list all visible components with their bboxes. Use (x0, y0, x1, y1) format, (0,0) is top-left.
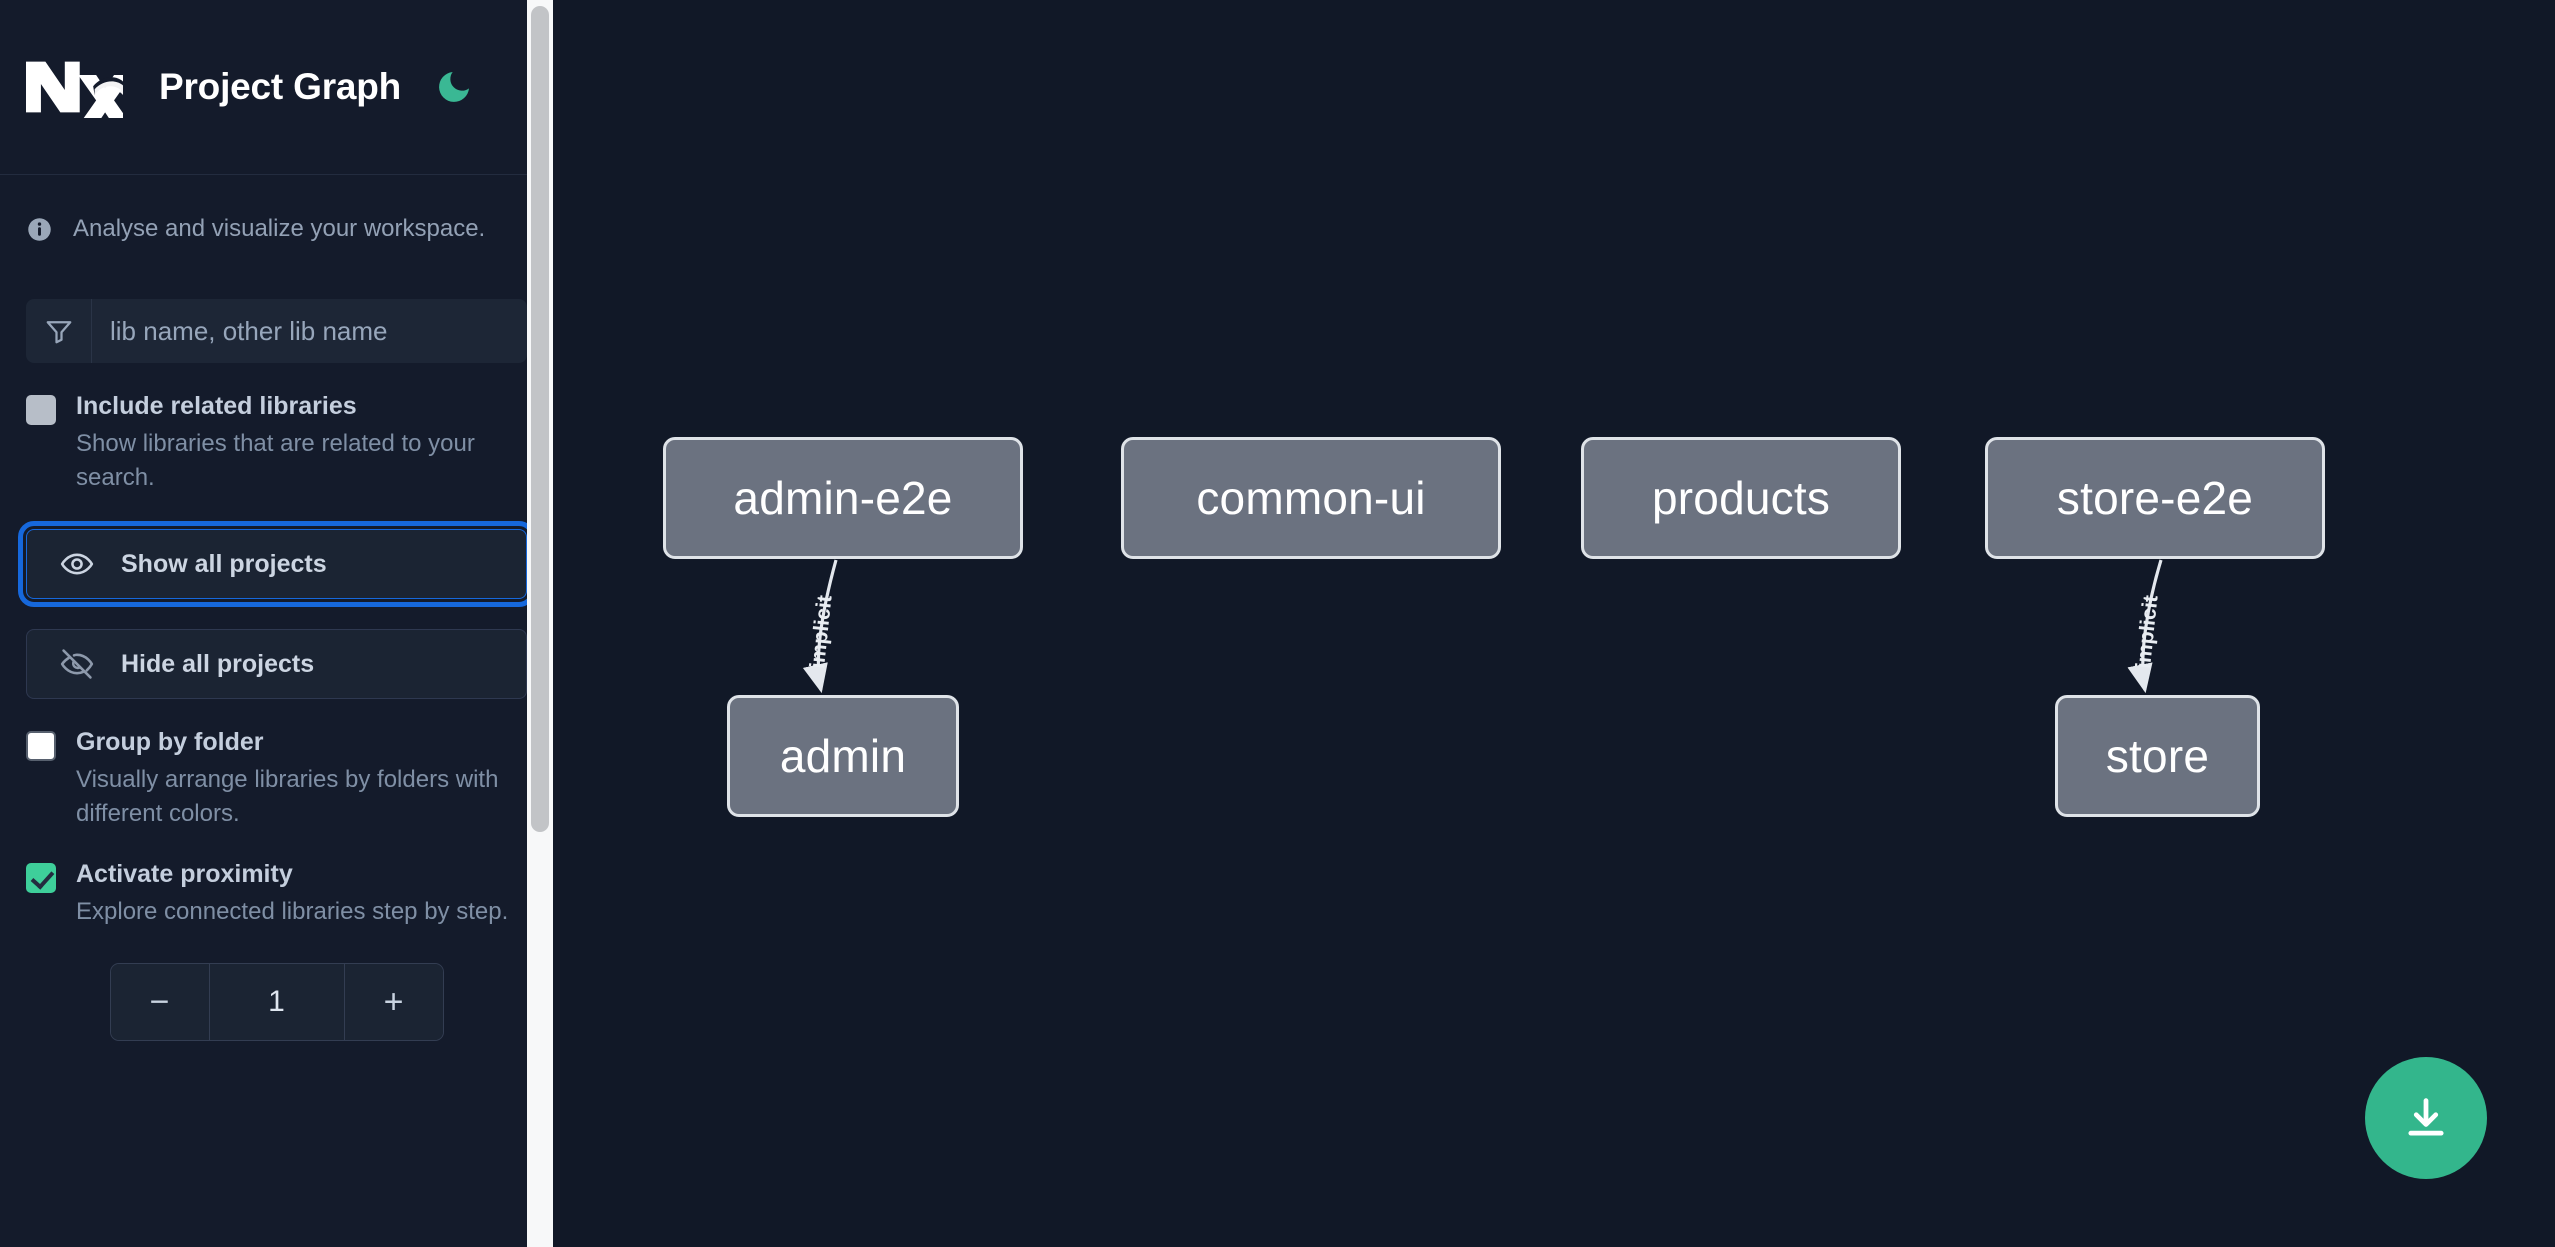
moon-glyph (439, 72, 470, 102)
graph-node-common-ui[interactable]: common-ui (1121, 437, 1501, 559)
graph-node-products[interactable]: products (1581, 437, 1901, 559)
option-label: Activate proximity (76, 860, 293, 889)
option-texts: Include related libraries Show libraries… (76, 391, 527, 495)
graph-node-admin[interactable]: admin (727, 695, 959, 817)
workspace-info: Analyse and visualize your workspace. (0, 175, 553, 277)
download-graph-button[interactable] (2365, 1057, 2487, 1179)
option-activate-proximity[interactable]: Activate proximity Explore connected lib… (0, 831, 553, 929)
option-description: Explore connected libraries step by step… (76, 898, 509, 926)
eye-glyph (60, 553, 94, 575)
graph-node-admin-e2e[interactable]: admin-e2e (663, 437, 1023, 559)
sidebar-scrollbar[interactable] (527, 0, 553, 1247)
sidebar-scrollbar-thumb[interactable] (531, 6, 549, 832)
proximity-increment-button[interactable]: + (344, 964, 443, 1041)
option-label: Include related libraries (76, 392, 357, 420)
sidebar-header: Project Graph (0, 0, 553, 175)
filter-row (0, 277, 553, 363)
option-group-by-folder[interactable]: Group by folder Visually arrange librari… (0, 699, 553, 831)
proximity-value: 1 (208, 964, 345, 1041)
eye-off-glyph (60, 649, 94, 679)
option-description: Show libraries that are related to your … (76, 430, 475, 492)
graph-node-store[interactable]: store (2055, 695, 2260, 817)
sidebar: Project Graph Analyse and visualize your… (0, 0, 553, 1247)
workspace-info-text: Analyse and visualize your workspace. (73, 215, 486, 242)
checkbox-activate-proximity[interactable] (26, 863, 56, 894)
proximity-stepper: − 1 + (109, 963, 444, 1042)
option-description: Visually arrange libraries by folders wi… (76, 766, 499, 828)
project-graph-canvas[interactable]: admin-e2e common-ui products store-e2e a… (553, 0, 2555, 1247)
show-all-projects-button[interactable]: Show all projects (18, 521, 535, 608)
option-label: Group by folder (76, 728, 264, 757)
checkbox-include-related-libraries[interactable] (26, 395, 56, 425)
graph-edges-layer (802, 559, 2163, 694)
moon-icon[interactable] (431, 64, 477, 110)
search-box (26, 299, 527, 363)
option-include-related-libraries[interactable]: Include related libraries Show libraries… (0, 363, 553, 495)
search-input[interactable] (92, 299, 527, 363)
project-visibility-actions: Show all projects Hide all projects (0, 495, 553, 700)
eye-icon (59, 546, 95, 582)
hide-all-projects-button[interactable]: Hide all projects (26, 629, 527, 700)
edge-store-e2e-store (2127, 559, 2163, 694)
edge-admin-e2e-admin (802, 559, 838, 694)
proximity-decrement-button[interactable]: − (110, 964, 209, 1041)
hide-all-projects-label: Hide all projects (121, 649, 315, 678)
proximity-stepper-row: − 1 + (0, 929, 553, 1042)
filter-funnel-icon[interactable] (26, 299, 92, 363)
page-title: Project Graph (159, 66, 402, 107)
info-icon (28, 217, 51, 241)
download-icon (2408, 1098, 2444, 1136)
nx-logo (26, 61, 123, 118)
eye-off-icon (59, 646, 95, 682)
checkbox-group-by-folder[interactable] (26, 731, 56, 762)
funnel-glyph (46, 321, 71, 344)
option-texts: Activate proximity Explore connected lib… (76, 859, 527, 929)
graph-node-store-e2e[interactable]: store-e2e (1985, 437, 2325, 559)
option-texts: Group by folder Visually arrange librari… (76, 727, 527, 831)
show-all-projects-label: Show all projects (121, 549, 327, 578)
